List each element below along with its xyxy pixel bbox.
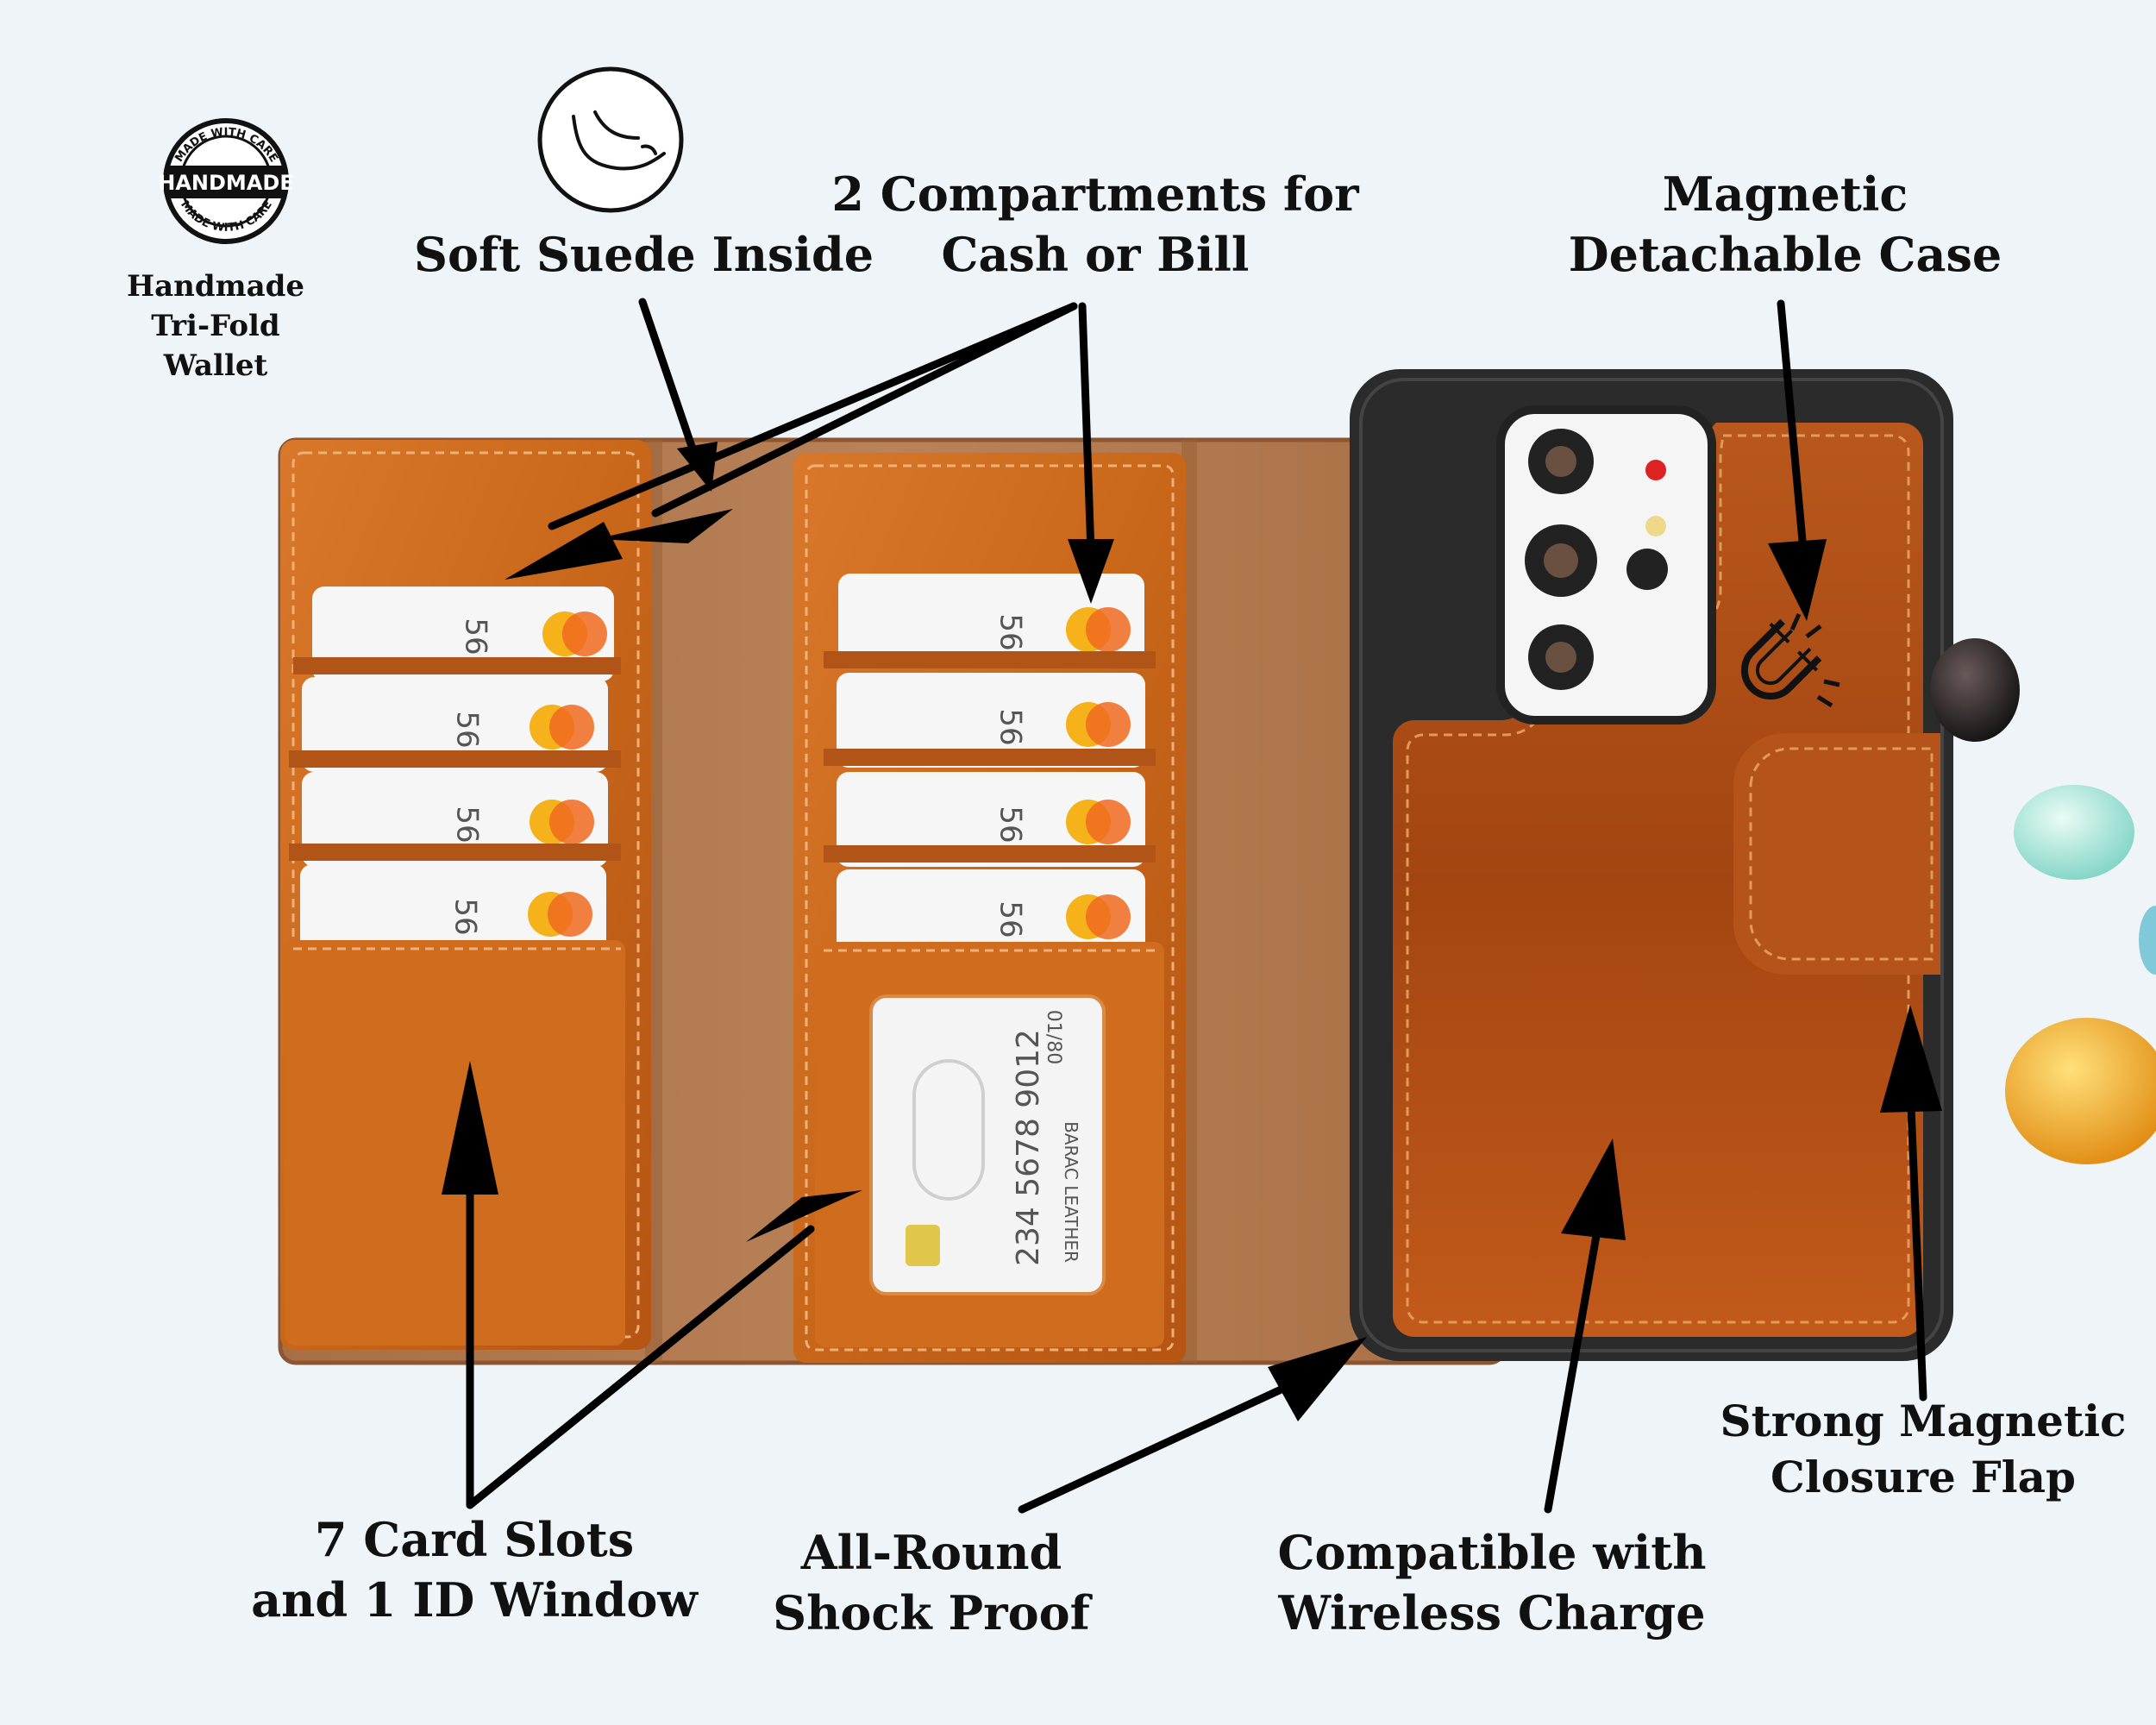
badge-caption: Handmade Tri-Fold Wallet [121, 267, 310, 386]
id-window [869, 994, 1106, 1295]
black-stone [1930, 638, 2020, 742]
arrowhead [1561, 1138, 1626, 1240]
card [837, 772, 1145, 867]
closure-flap [1733, 732, 1940, 975]
badge-caption-line: Tri-Fold [151, 308, 280, 343]
arrowhead [746, 1190, 862, 1242]
phone-case [1350, 369, 1953, 1361]
label-wireless: Compatible with Wireless Charge [1277, 1525, 1707, 1641]
badge-caption-line: Handmade [126, 269, 305, 304]
label-shock-proof: All-Round Shock Proof [773, 1525, 1090, 1641]
wallet [278, 437, 1507, 1365]
card [838, 574, 1144, 668]
arrow [1078, 302, 1095, 556]
arrowhead [1068, 539, 1114, 604]
arrow [1018, 1371, 1315, 1514]
arrow [1777, 299, 1809, 574]
soft-touch-icon [537, 66, 684, 213]
card [302, 677, 608, 772]
label-compartments: 2 Compartments for Cash or Bill [831, 166, 1359, 283]
card [302, 772, 608, 867]
badge-caption-line: Wallet [163, 348, 268, 383]
left-card-stack [285, 586, 625, 1346]
arrow [1906, 1082, 1927, 1402]
card [837, 673, 1145, 768]
label-card-slots: 7 Card Slots and 1 ID Window [251, 1512, 698, 1628]
arrow [638, 298, 701, 466]
arrowhead [1268, 1337, 1367, 1421]
handmade-stamp: HANDMADE MADE WITH CARE MADE WITH CARE [158, 118, 294, 244]
cyan-stone [2014, 785, 2134, 880]
orange-stone [2005, 1018, 2156, 1164]
arrowhead [442, 1061, 498, 1195]
label-soft-suede: Soft Suede Inside [414, 227, 874, 282]
arrowhead [1768, 539, 1827, 621]
leather-back [1393, 423, 1923, 1337]
arrow [651, 302, 1078, 518]
magnet-icon [1740, 618, 1822, 700]
arrow [1544, 1212, 1604, 1514]
flash [1645, 460, 1666, 480]
arrow [466, 1225, 815, 1509]
label-magnetic-case: Magnetic Detachable Case [1568, 166, 2002, 283]
card [300, 864, 606, 959]
stamp-word: HANDMADE [158, 171, 293, 195]
decorative-stones [1930, 638, 2156, 1164]
annotation-arrows [442, 298, 1942, 1514]
camera-lens [1626, 549, 1668, 590]
card [837, 869, 1145, 964]
arrowhead [505, 522, 623, 580]
arrowhead [595, 509, 733, 543]
label-closure-flap: Strong Magnetic Closure Flap [1720, 1396, 2127, 1502]
arrowhead [1880, 1005, 1942, 1113]
arrow [548, 302, 1078, 530]
